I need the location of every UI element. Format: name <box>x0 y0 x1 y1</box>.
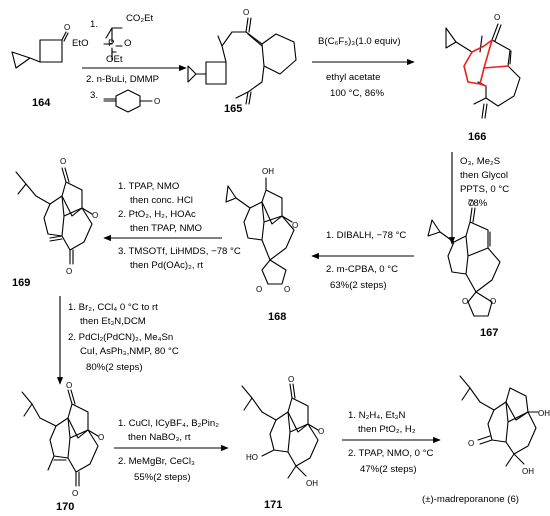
reagent-oet: OEt <box>106 54 123 65</box>
reagent-conditions: 100 °C, 86% <box>330 88 384 99</box>
reagent-pto2: 2. PtO₂, H₂, HOAc <box>118 209 196 220</box>
atom-label: O <box>92 211 98 220</box>
reagent-ozone: O₃, Me₂S <box>460 156 500 167</box>
compound-label-169: 169 <box>12 277 30 289</box>
compound-label-165: 165 <box>224 103 242 115</box>
atom-label: OH <box>538 409 550 418</box>
reagent-o: O <box>124 38 131 49</box>
atom-label: HO <box>246 453 258 462</box>
reagent-co2et: CO₂Et <box>126 13 154 24</box>
reagent-tpap-nmo: 2. TPAP, NMO, 0 °C <box>348 448 433 459</box>
reagent-cui: CuI, AsPh₃,NMP, 80 °C <box>80 346 179 357</box>
reagent-lewis-acid: B(C₆F₅)₃(1.0 equiv) <box>318 36 401 47</box>
atom-label: OH <box>306 479 318 488</box>
compound-label-167: 167 <box>480 327 498 339</box>
atom-label: OH <box>262 167 274 176</box>
reagent-pto2-h2: then PtO₂, H₂ <box>358 424 416 435</box>
structure-madreporanone <box>459 375 539 467</box>
reagent-p: P <box>108 38 114 49</box>
reagent-eto: EtO <box>72 38 89 49</box>
atom-label: O <box>468 439 474 448</box>
atom-label: OH <box>522 467 534 476</box>
reagent-yield: 63%(2 steps) <box>330 280 387 291</box>
atom-label: O <box>64 23 70 32</box>
atom-label: O <box>288 375 294 384</box>
structure-169 <box>15 167 93 265</box>
atom-label: O <box>318 427 324 436</box>
reagent-pdoac: then Pd(OAc)₂, rt <box>130 260 203 271</box>
atom-label: O <box>256 285 262 294</box>
atom-label: O <box>98 433 104 442</box>
structure-168 <box>225 177 295 285</box>
reagent-tmsotf: 3. TMSOTf, LiHMDS, −78 °C <box>118 246 241 257</box>
reagent-yield: 55%(2 steps) <box>134 472 191 483</box>
structure-165 <box>187 17 297 105</box>
compound-label-166: 166 <box>468 131 486 143</box>
structure-171 <box>241 383 319 479</box>
atom-label: O <box>60 157 66 166</box>
reagent-mcpba: 2. m-CPBA, 0 °C <box>326 264 398 275</box>
atom-label: O <box>66 381 72 390</box>
reagent-hcl: then conc. HCl <box>130 195 193 206</box>
reagent-glycol: then Glycol <box>460 170 508 181</box>
reagent-cucl: 1. CuCl, ICyBF₄, B₂Pin₂ <box>118 418 219 429</box>
reagent-br2: 1. Br₂, CCl₄ 0 °C to rt <box>68 302 158 313</box>
reagent-step-2: 2. n-BuLi, DMMP <box>86 74 159 85</box>
reagent-yield: 80%(2 steps) <box>86 362 143 373</box>
reagent-et3n: then Et₃N,DCM <box>80 316 146 327</box>
atom-label: O <box>66 267 72 276</box>
atom-label: O <box>292 221 298 230</box>
reagent-solvent: ethyl acetate <box>326 72 380 83</box>
atom-label: O <box>154 97 160 106</box>
reagent-yield: 78% <box>468 198 488 209</box>
reagent-tpap-2: then TPAP, NMO <box>130 223 202 234</box>
atom-label: O <box>284 285 290 294</box>
reagent-step-number: 3. <box>90 90 98 101</box>
reagent-pdcl2: 2. PdCl₂(PdCN)₂, Me₄Sn <box>68 332 173 343</box>
atom-label: O <box>494 13 500 22</box>
product-name: (±)-madreporanone (6) <box>422 494 519 505</box>
reagent-step-number: 1. <box>90 19 98 30</box>
atom-label: O <box>490 297 496 306</box>
atom-label: O <box>243 8 249 17</box>
reagent-tpap: 1. TPAP, NMO <box>118 181 179 192</box>
reagent-n2h4: 1. N₂H₄, Et₃N <box>348 410 405 421</box>
methylenecyclohexanone-structure <box>103 89 153 113</box>
structure-167 <box>427 207 501 317</box>
atom-label: O <box>462 297 468 306</box>
reagent-nabo3: then NaBO₃, rt <box>128 432 191 443</box>
compound-label-164: 164 <box>32 97 51 109</box>
compound-label-171: 171 <box>264 499 282 511</box>
reagent-dibalh: 1. DIBALH, −78 °C <box>326 230 406 241</box>
structure-166 <box>445 23 521 119</box>
phosphonate-structure <box>103 27 123 61</box>
cyclopentane-highlight-166 <box>463 39 509 87</box>
reagent-yield: 47%(2 steps) <box>360 464 417 475</box>
structure-170 <box>21 389 99 487</box>
reagent-ppts: PPTS, 0 °C <box>460 184 509 195</box>
structure-164 <box>11 31 69 69</box>
compound-label-170: 170 <box>56 501 74 513</box>
reagent-memgbr: 2. MeMgBr, CeCl₃ <box>118 456 195 467</box>
atom-label: O <box>468 199 474 208</box>
compound-label-168: 168 <box>268 311 286 323</box>
atom-label: O <box>72 489 78 498</box>
